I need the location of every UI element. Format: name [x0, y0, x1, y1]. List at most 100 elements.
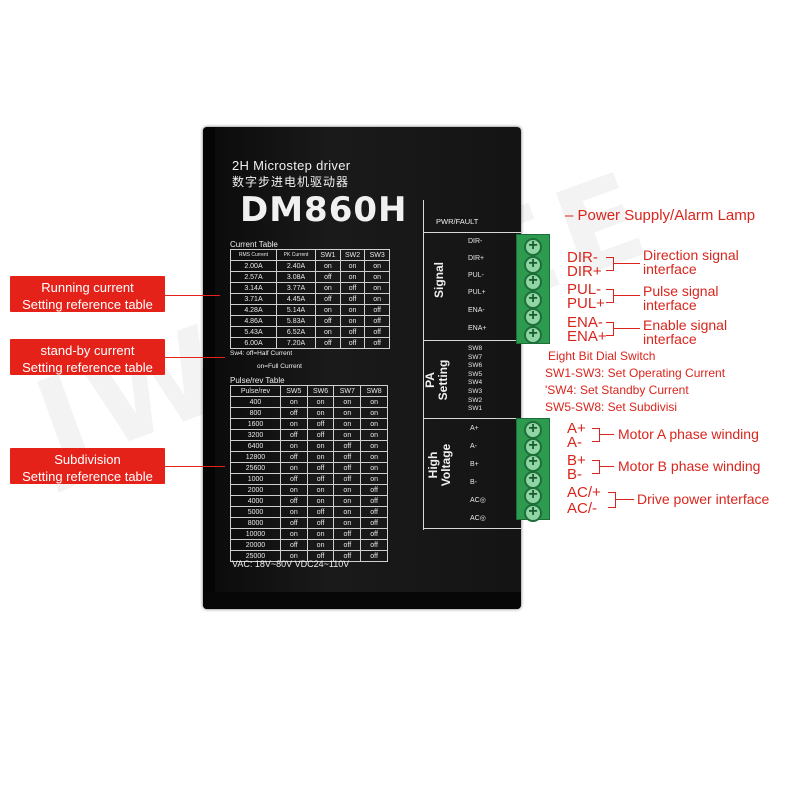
- table-cell: on: [364, 271, 390, 283]
- table-cell: 5.83A: [275, 315, 317, 327]
- pin-label-ac-1: AC◎: [470, 497, 486, 504]
- table-header-cell: Pulse/rev: [230, 385, 281, 397]
- table-cell: 6.00A: [230, 337, 277, 349]
- table-cell: off: [279, 407, 308, 419]
- table-cell: off: [360, 517, 388, 529]
- pa-label-line2: Setting: [436, 359, 450, 401]
- table-cell: on: [306, 396, 335, 408]
- table-cell: off: [364, 326, 390, 338]
- terminal-panel-frame: [423, 200, 521, 530]
- table-cell: off: [306, 506, 335, 518]
- table-cell: off: [306, 517, 335, 529]
- driver-model: DM860H: [240, 190, 408, 230]
- table-cell: on: [364, 260, 390, 272]
- terminal-screw-icon: [524, 237, 542, 256]
- anno-a-minus: A-: [567, 434, 582, 451]
- b-bracket: [592, 460, 600, 474]
- table-cell: on: [279, 440, 308, 452]
- table-cell: off: [279, 429, 308, 441]
- table-cell: on: [339, 271, 366, 283]
- ac-bracket: [608, 492, 616, 508]
- table-cell: 10000: [230, 528, 281, 540]
- sw4-note-on: on=Full Current: [257, 363, 302, 370]
- dip-switch-label: SW5: [468, 370, 483, 378]
- pin-label-ena-minus: ENA-: [468, 307, 485, 314]
- table-cell: on: [306, 528, 335, 540]
- table-cell: off: [333, 473, 362, 485]
- pin-label-b-minus: B-: [470, 479, 477, 486]
- table-cell: 25600: [230, 462, 281, 474]
- table-cell: off: [339, 337, 366, 349]
- ac-line: [616, 499, 634, 500]
- subdivision-box-line1: Subdivision: [54, 452, 121, 467]
- pul-line: [614, 295, 640, 296]
- signal-terminal-block: [516, 234, 550, 344]
- pin-label-ena-plus: ENA+: [468, 325, 487, 332]
- table-cell: off: [360, 506, 388, 518]
- table-cell: 7.20A: [275, 337, 317, 349]
- table-cell: off: [360, 539, 388, 551]
- pin-label-pul-plus: PUL+: [468, 289, 486, 296]
- table-cell: off: [333, 451, 362, 463]
- high-voltage-label: High Voltage: [426, 425, 453, 505]
- table-cell: 800: [230, 407, 281, 419]
- table-header-cell: RMS Current: [230, 249, 277, 261]
- table-cell: 3.08A: [275, 271, 317, 283]
- standby-box-line2: Setting reference table: [22, 360, 153, 375]
- table-cell: on: [315, 326, 341, 338]
- table-cell: 8000: [230, 517, 281, 529]
- table-cell: on: [339, 315, 366, 327]
- table-cell: off: [279, 539, 308, 551]
- table-cell: off: [333, 528, 362, 540]
- running-current-box: Running current Setting reference table: [10, 276, 165, 312]
- table-cell: on: [306, 451, 335, 463]
- pul-bracket: [606, 289, 614, 303]
- table-cell: 400: [230, 396, 281, 408]
- pin-label-a-plus: A+: [470, 425, 479, 432]
- panel-divider: [423, 232, 521, 233]
- power-lamp-annotation: – Power Supply/Alarm Lamp: [565, 207, 756, 224]
- table-cell: 6400: [230, 440, 281, 452]
- table-cell: on: [315, 304, 341, 316]
- table-cell: on: [279, 418, 308, 430]
- dir-line: [614, 263, 640, 264]
- table-header-cell: SW8: [360, 385, 388, 397]
- table-cell: 4.86A: [230, 315, 277, 327]
- table-cell: 2.40A: [275, 260, 317, 272]
- terminal-screw-icon: [524, 272, 542, 291]
- driver-edge-bottom: [203, 592, 521, 609]
- table-header-cell: SW6: [306, 385, 335, 397]
- running-box-line2: Setting reference table: [22, 297, 153, 312]
- table-cell: 12800: [230, 451, 281, 463]
- table-cell: 6.52A: [275, 326, 317, 338]
- table-cell: on: [360, 473, 388, 485]
- anno-pul-plus: PUL+: [567, 295, 605, 312]
- hv-label-line2: Voltage: [439, 443, 453, 487]
- table-cell: on: [279, 462, 308, 474]
- ena-line: [614, 328, 640, 329]
- table-cell: off: [315, 337, 341, 349]
- pwr-fault-label: PWR/FAULT: [436, 217, 479, 226]
- table-cell: on: [360, 407, 388, 419]
- dial-switch-note-2: 'SW4: Set Standby Current: [545, 383, 689, 397]
- table-cell: off: [306, 429, 335, 441]
- table-cell: 1000: [230, 473, 281, 485]
- table-cell: on: [360, 418, 388, 430]
- table-cell: off: [279, 495, 308, 507]
- table-cell: off: [315, 293, 341, 305]
- table-header-cell: SW7: [333, 385, 362, 397]
- terminal-screw-icon: [524, 325, 542, 344]
- table-cell: on: [360, 440, 388, 452]
- table-cell: 2000: [230, 484, 281, 496]
- running-pointer: [165, 295, 220, 296]
- dip-switch-label: SW4: [468, 379, 483, 387]
- table-cell: on: [279, 396, 308, 408]
- dir-bracket: [606, 257, 614, 271]
- table-cell: on: [306, 484, 335, 496]
